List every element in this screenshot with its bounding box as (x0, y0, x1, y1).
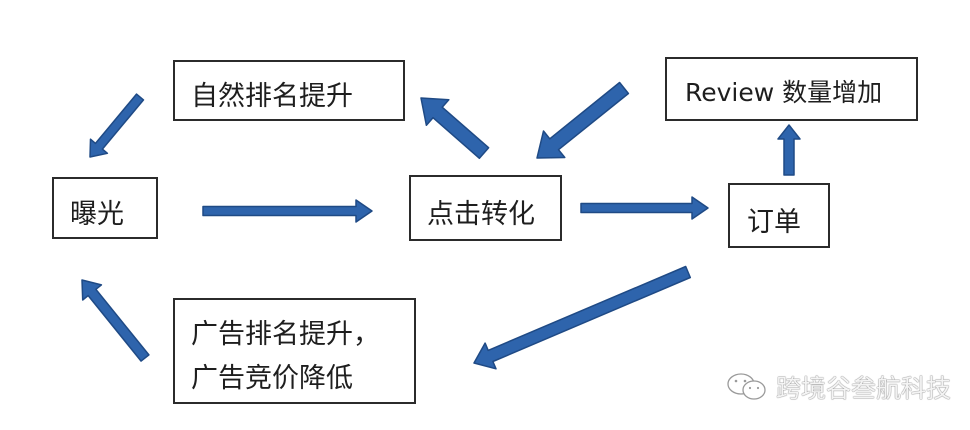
node-click-conversion: 点击转化 (409, 175, 562, 241)
node-ad-label-line1: 广告排名提升， (191, 319, 380, 350)
watermark-text: 跨境谷叁航科技 (776, 374, 952, 403)
node-ad-label-line2: 广告竞价降低 (191, 363, 353, 394)
wechat-icon (727, 373, 766, 400)
node-click-conversion-label: 点击转化 (427, 199, 535, 230)
node-exposure-label: 曝光 (70, 199, 124, 230)
arrow-exposure-to-click (202, 199, 373, 223)
arrow-natural-to-exposure (89, 93, 145, 158)
node-natural-rank-label: 自然排名提升 (191, 81, 353, 112)
arrow-review-to-click (536, 81, 630, 159)
watermark: 跨境谷叁航科技 (726, 370, 951, 404)
node-review: Review 数量增加 (665, 57, 918, 121)
arrow-order-to-review (777, 124, 801, 176)
node-order: 订单 (728, 183, 830, 248)
node-order-label: 订单 (747, 207, 801, 238)
arrow-click-to-natural (420, 97, 490, 160)
node-exposure: 曝光 (52, 177, 158, 239)
arrow-click-to-order (580, 196, 709, 220)
node-natural-rank: 自然排名提升 (173, 60, 405, 121)
node-review-label: Review 数量增加 (685, 78, 883, 107)
arrow-order-to-ad (473, 265, 692, 370)
node-ad: 广告排名提升， 广告竞价降低 (173, 298, 416, 404)
arrow-ad-to-exposure (81, 279, 150, 362)
